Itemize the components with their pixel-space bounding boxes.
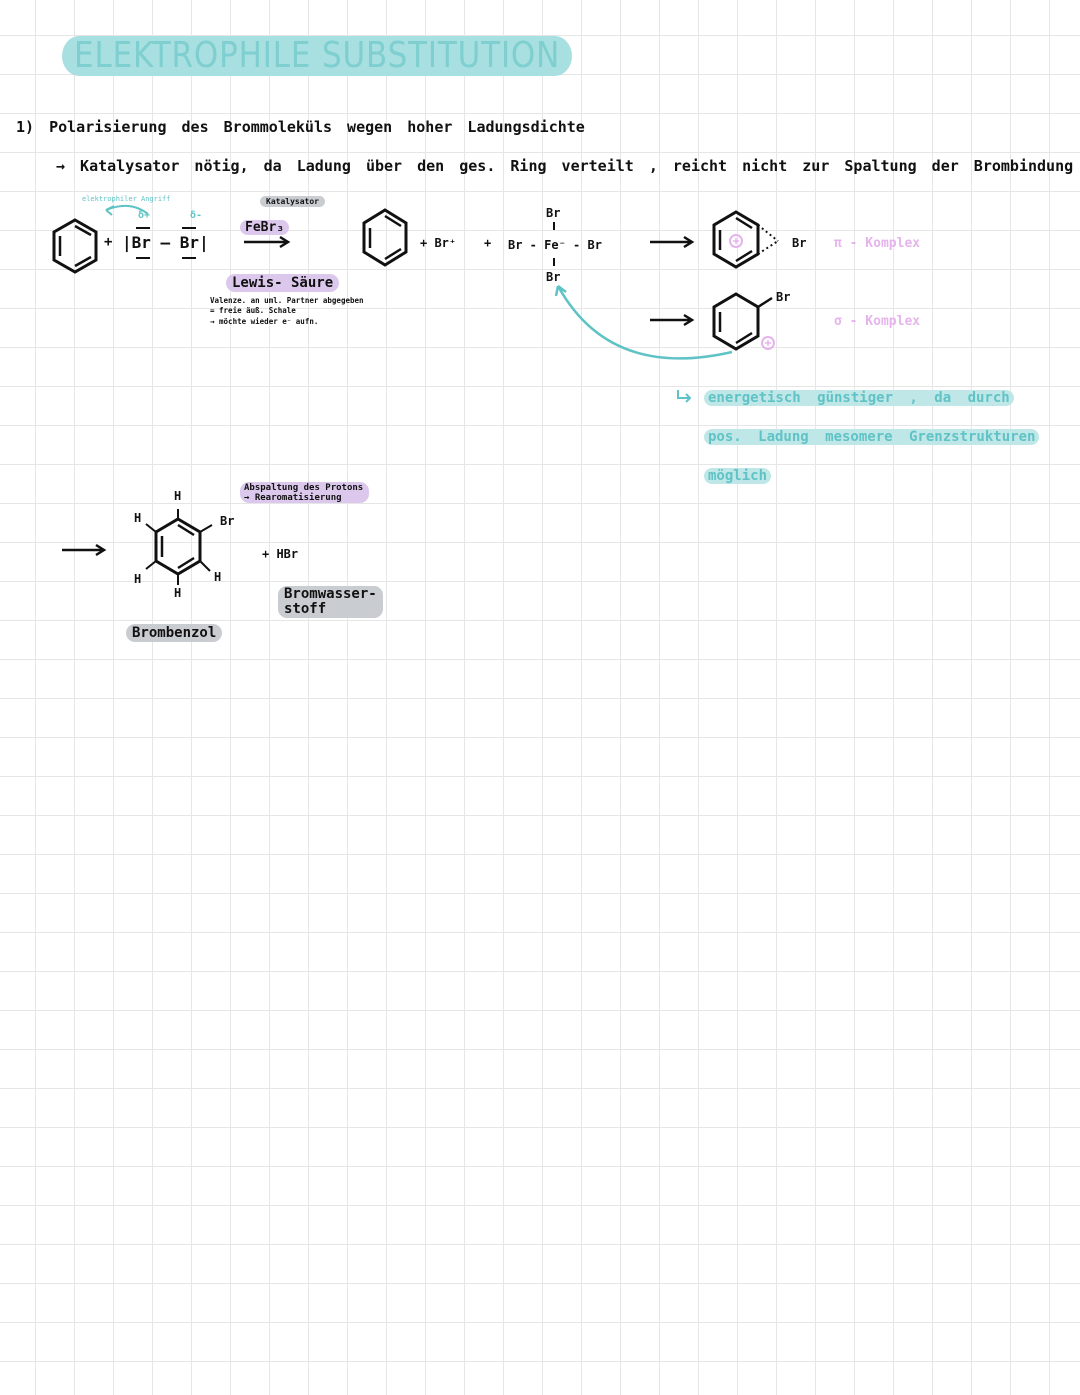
atom-h: H [174, 489, 182, 503]
delta-minus: δ- [190, 210, 203, 221]
reaction-arrow-icon [62, 543, 107, 557]
febr4-top-br: Br [546, 206, 561, 220]
lewis-note-2: = freie äuß. Schale [210, 306, 296, 315]
bromobenzene-structure-icon [145, 509, 213, 585]
delta-plus: δ+ [138, 210, 151, 221]
pi-complex-label: π - Komplex [834, 236, 921, 251]
page-title: ELEKTROPHILE SUBSTITUTION [62, 36, 573, 76]
hbr-name: Bromwasser- stoff [278, 586, 383, 618]
note-line-3: möglich [704, 468, 772, 484]
curved-arrow-icon [554, 285, 733, 360]
attack-arrow-icon [105, 204, 149, 216]
benzene-ring-icon [362, 208, 408, 267]
atom-br: Br [220, 514, 235, 528]
attack-label: elektrophiler Angriff [82, 195, 171, 203]
atom-h: H [174, 586, 182, 600]
plus-sign: + [104, 234, 113, 250]
bromonium-ion: + Br⁺ [420, 236, 457, 250]
atom-h: H [134, 511, 142, 525]
proton-note-1: Abspaltung des Protons [244, 483, 364, 493]
sigma-complex-ring-icon [712, 292, 775, 351]
reaction-arrow-icon [650, 313, 695, 327]
proton-note: Abspaltung des Protons → Rearomatisierun… [240, 482, 370, 503]
pi-complex-ring-icon [712, 210, 779, 269]
bromine-molecule: |Br – Br| [122, 233, 209, 252]
atom-h: H [134, 572, 142, 586]
lewis-acid-label: Lewis- Säure [226, 274, 340, 292]
reaction-arrow-icon [650, 235, 695, 249]
sigma-complex-label: σ - Komplex [834, 314, 921, 329]
lone-pair-bars [136, 227, 196, 259]
benzene-ring-icon [52, 218, 98, 274]
catalyst-label: Katalysator [260, 196, 325, 207]
step1-note: → Katalysator nötig, da Ladung über den … [56, 157, 1074, 175]
pi-complex-br: Br [792, 236, 807, 250]
lewis-note-3: → möchte wieder e⁻ aufn. [210, 317, 319, 326]
febr4-bottom-br: Br [546, 270, 561, 284]
reaction-arrow-icon [244, 235, 291, 249]
note-line-1: energetisch günstiger , da durch [704, 390, 1014, 406]
lewis-note-1: Valenze. an uml. Partner abgegeben [210, 296, 364, 305]
febr4-bonds [553, 222, 555, 266]
product-name: Brombenzol [126, 624, 223, 642]
step1-heading: 1) Polarisierung des Brommoleküls wegen … [16, 118, 585, 136]
hbr-name-1: Bromwasser- [284, 586, 377, 602]
catalyst-formula: FeBr₃ [240, 220, 290, 235]
plus-hbr: + HBr [262, 547, 299, 561]
atom-h: H [214, 570, 222, 584]
febr4-middle: Br - Fe⁻ - Br [508, 238, 602, 252]
plus-sign: + [484, 236, 492, 250]
proton-note-2: → Rearomatisierung [244, 493, 342, 503]
note-line-2: pos. Ladung mesomere Grenzstrukturen [704, 429, 1040, 445]
hook-arrow-icon [677, 390, 692, 403]
sigma-complex-br: Br [776, 290, 791, 304]
hbr-name-2: stoff [284, 601, 327, 617]
